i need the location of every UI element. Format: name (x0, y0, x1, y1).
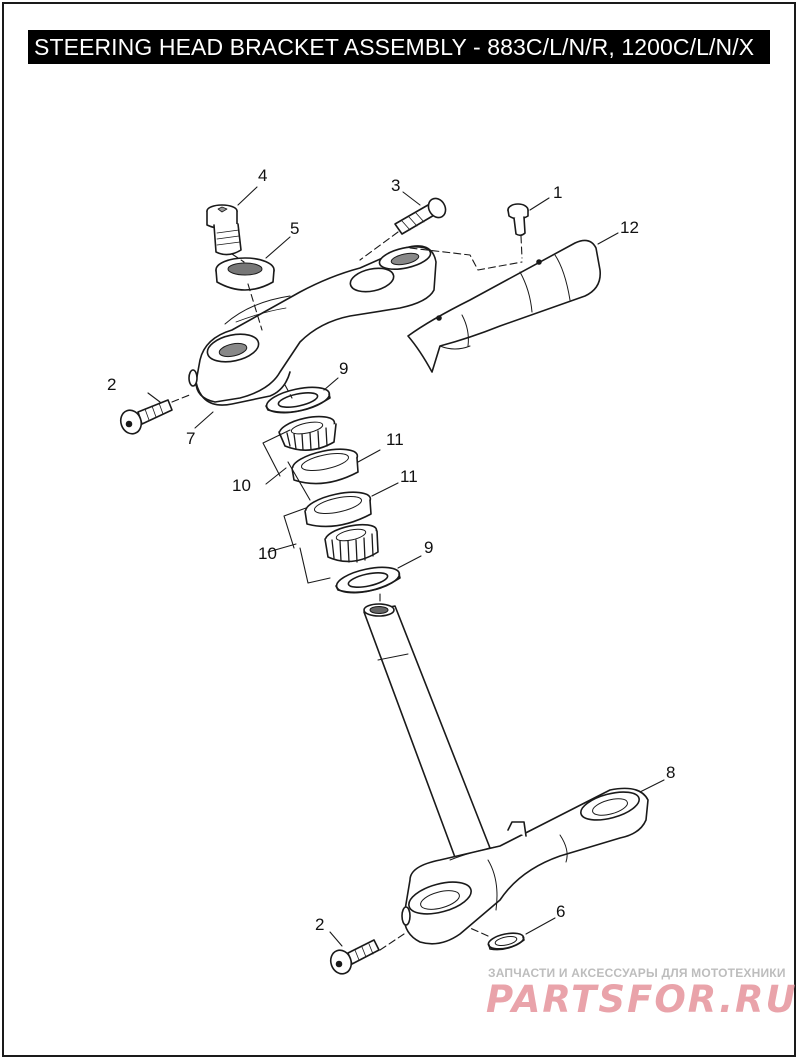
callout-11-upper: 11 (386, 430, 404, 449)
callout-6: 6 (556, 902, 565, 921)
callout-2-upper: 2 (107, 375, 116, 394)
assembly-dash-lines (171, 231, 523, 951)
callout-9-upper: 9 (339, 359, 348, 378)
callout-3: 3 (391, 176, 400, 195)
part-12-cover (407, 239, 602, 373)
callout-10-upper: 10 (232, 476, 251, 495)
part-9-seal-upper (265, 386, 331, 414)
part-9-seal-lower (335, 566, 401, 594)
part-2-screw-lower (329, 939, 380, 975)
callout-4: 4 (258, 166, 267, 185)
part-6-retaining-ring (487, 932, 525, 951)
callout-10-lower: 10 (258, 544, 277, 563)
part-11-cup-upper (291, 448, 359, 485)
part-5-washer (215, 257, 275, 291)
callout-9-lower: 9 (424, 538, 433, 557)
callout-7: 7 (186, 429, 195, 448)
part-4-socket-bolt (206, 204, 242, 256)
watermark-subtitle: ЗАПЧАСТИ И АКСЕССУАРЫ ДЛЯ МОТОТЕХНИКИ (488, 966, 786, 980)
part-2-screw-upper (119, 399, 173, 435)
part-10-bearing-lower (324, 523, 379, 563)
page-title: STEERING HEAD BRACKET ASSEMBLY - 883C/L/… (28, 30, 770, 64)
callout-1: 1 (553, 183, 562, 202)
callout-numbers: 1 2 2 3 4 5 6 7 8 9 9 10 10 11 11 12 (107, 166, 675, 934)
part-7-upper-bracket (188, 245, 437, 406)
callout-12: 12 (620, 218, 639, 237)
part-1-screw (507, 203, 529, 237)
callout-2-lower: 2 (315, 915, 324, 934)
watermark-logo: PARTSFOR.RU (486, 978, 798, 1021)
callout-8: 8 (666, 763, 675, 782)
part-3-screw (394, 197, 447, 235)
part-10-bearing-upper (278, 415, 337, 451)
callout-leader-lines (147, 186, 665, 947)
callout-11-lower: 11 (400, 467, 418, 486)
part-11-cup-lower (304, 491, 372, 528)
part-8-lower-bracket-stem (363, 603, 649, 945)
callout-5: 5 (290, 219, 299, 238)
